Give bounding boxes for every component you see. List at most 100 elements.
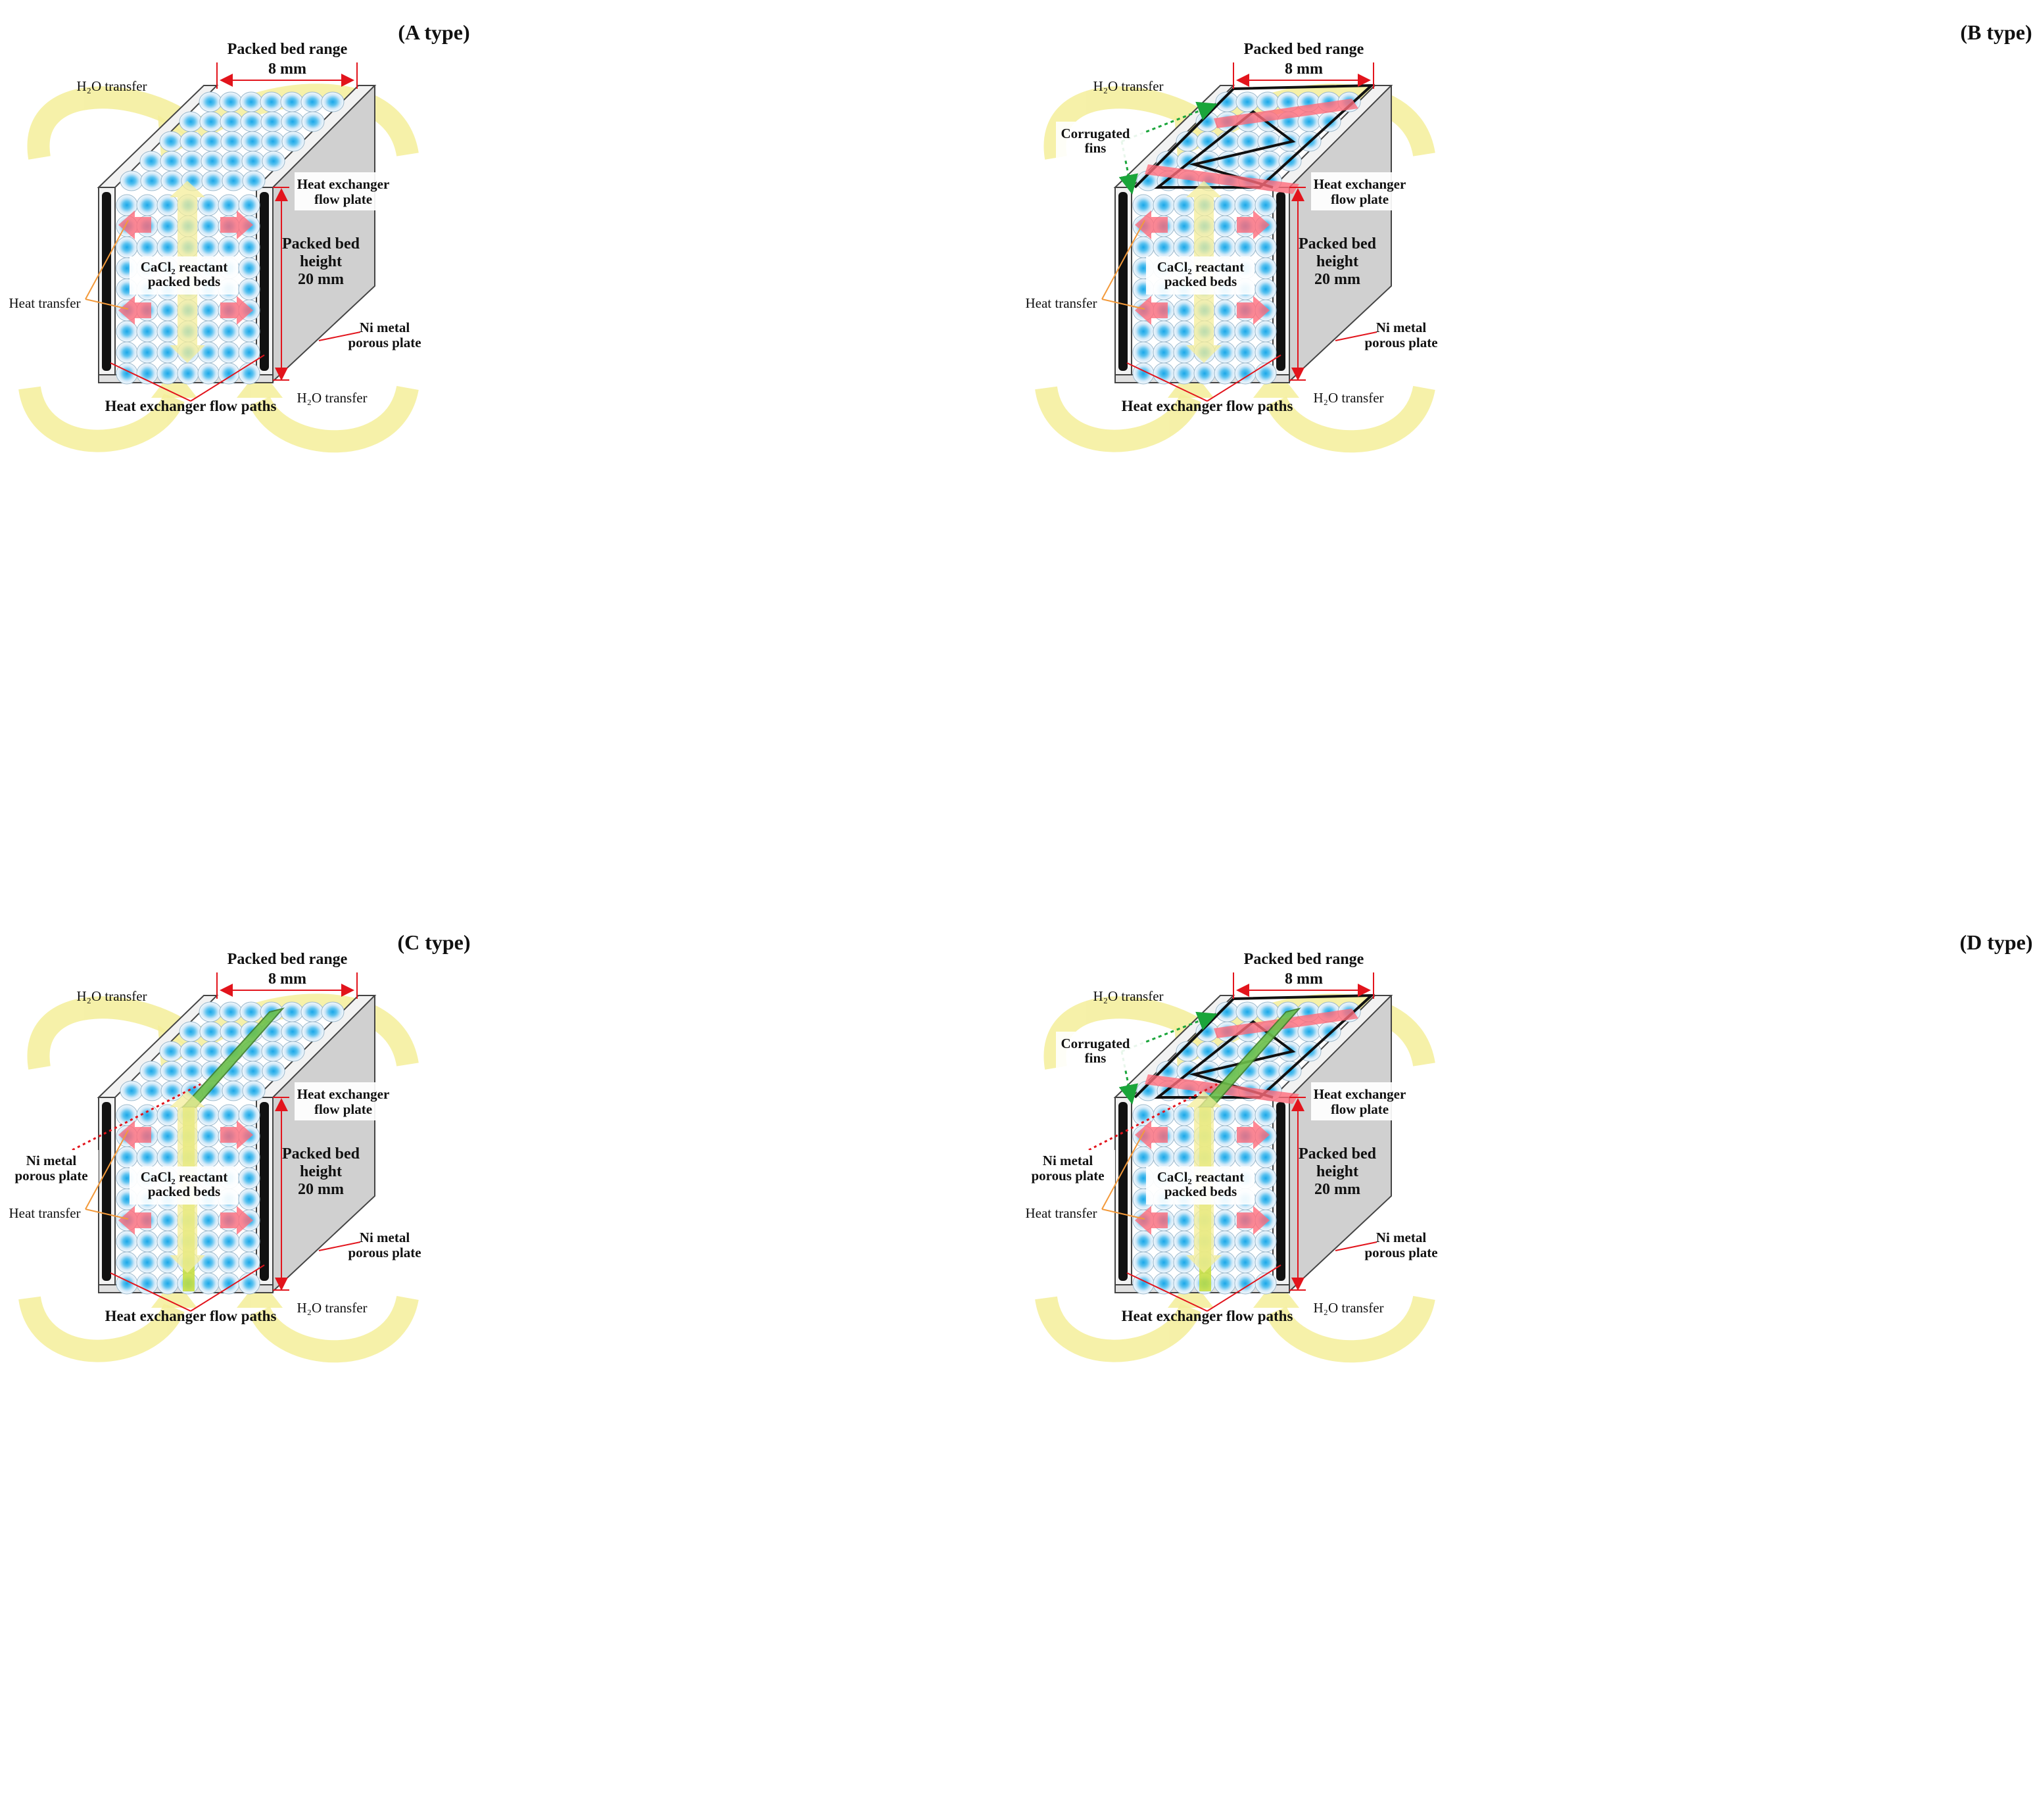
bead bbox=[1153, 194, 1175, 216]
bead bbox=[156, 1146, 179, 1168]
bead bbox=[219, 1001, 243, 1022]
bead bbox=[199, 1021, 223, 1042]
red-arrow-left bbox=[118, 296, 151, 325]
heat-transfer-leaders bbox=[85, 220, 129, 310]
ni-right-leader bbox=[318, 1241, 361, 1251]
yellow-arc-bottom-right bbox=[1266, 385, 1435, 453]
bead bbox=[1318, 1021, 1341, 1042]
yellow-arc-bottom-right bbox=[249, 385, 419, 453]
bead bbox=[136, 1146, 158, 1168]
flow-paths-label: Heat exchanger flow paths bbox=[105, 398, 277, 414]
range-value: 8 mm bbox=[268, 60, 306, 78]
bead bbox=[197, 320, 220, 343]
bead bbox=[199, 111, 223, 132]
bed-height-line2: height bbox=[300, 253, 342, 270]
bead bbox=[301, 111, 325, 132]
range-value: 8 mm bbox=[268, 970, 306, 988]
bead bbox=[220, 111, 243, 132]
bead bbox=[1214, 236, 1236, 258]
type-label: (A type) bbox=[398, 20, 469, 44]
bead bbox=[177, 362, 199, 385]
bead bbox=[262, 151, 285, 172]
bead bbox=[1214, 1230, 1236, 1253]
bead bbox=[199, 1001, 222, 1022]
red-arrow-left bbox=[1135, 296, 1168, 325]
bead bbox=[1214, 341, 1236, 364]
bead bbox=[1256, 91, 1280, 112]
heat-transfer-label: Heat transfer bbox=[1025, 295, 1097, 311]
bead bbox=[199, 91, 222, 112]
range-dimension bbox=[216, 62, 358, 89]
bead bbox=[1173, 194, 1195, 216]
red-arrow-left bbox=[1135, 210, 1168, 239]
bead bbox=[200, 131, 224, 152]
heat-transfer-label: Heat transfer bbox=[9, 295, 80, 311]
bead bbox=[180, 151, 204, 172]
bead bbox=[1153, 236, 1175, 258]
bead bbox=[116, 341, 138, 364]
fins-label-line1: Corrugated bbox=[1061, 1036, 1130, 1051]
bead bbox=[1234, 362, 1256, 385]
heat-transfer-arrows bbox=[118, 1120, 253, 1235]
ni-left-line1: Ni metal bbox=[1043, 1153, 1093, 1168]
bead bbox=[238, 1230, 260, 1253]
bead bbox=[1255, 320, 1277, 343]
reactant-line2: packed beds bbox=[148, 1184, 220, 1199]
bead bbox=[241, 151, 265, 172]
bead bbox=[179, 1041, 203, 1062]
bead bbox=[1234, 320, 1256, 343]
flow-path-leaders bbox=[1126, 1264, 1281, 1312]
bead bbox=[301, 1021, 325, 1042]
bead bbox=[241, 1061, 265, 1082]
bead bbox=[136, 194, 158, 216]
bead bbox=[239, 91, 263, 112]
type-label: (B type) bbox=[1960, 20, 2032, 44]
ni-right-line1: Ni metal bbox=[1376, 1230, 1427, 1245]
bead bbox=[1235, 1001, 1259, 1022]
left-flow-path bbox=[102, 192, 111, 371]
range-title: Packed bed range bbox=[1244, 41, 1364, 58]
bead bbox=[197, 194, 220, 216]
bead bbox=[1258, 151, 1281, 172]
red-arrow-left bbox=[118, 1206, 151, 1235]
bead bbox=[120, 170, 143, 191]
bead bbox=[156, 1272, 179, 1295]
bead bbox=[280, 91, 304, 112]
bead bbox=[197, 1104, 220, 1126]
yellow-arc-bottom-left bbox=[18, 1295, 185, 1362]
bead bbox=[1153, 1251, 1175, 1274]
bead bbox=[156, 1251, 179, 1274]
range-value: 8 mm bbox=[1285, 970, 1323, 988]
fins-label-line2: fins bbox=[1085, 1050, 1107, 1066]
range-dimension bbox=[1233, 62, 1374, 89]
hx-plate-line1: Heat exchanger bbox=[1314, 1086, 1406, 1102]
red-arrow-left bbox=[118, 1120, 151, 1149]
ni-left-line2: porous plate bbox=[1031, 1168, 1104, 1184]
bead bbox=[1132, 1251, 1155, 1274]
bead bbox=[179, 1021, 203, 1042]
bed-height-line1: Packed bed bbox=[282, 235, 360, 252]
fins-label-line2: fins bbox=[1085, 140, 1107, 156]
bead bbox=[238, 257, 260, 279]
red-arrow-right bbox=[220, 296, 253, 325]
bead bbox=[159, 1041, 183, 1062]
bead bbox=[1214, 215, 1236, 237]
heat-transfer-leaders bbox=[1101, 1130, 1145, 1220]
heat-transfer-label: Heat transfer bbox=[1025, 1205, 1097, 1221]
bead bbox=[1214, 1104, 1236, 1126]
ni-right-leader bbox=[1335, 1241, 1377, 1251]
bead bbox=[116, 1146, 138, 1168]
bead bbox=[222, 170, 245, 191]
bead bbox=[156, 1125, 179, 1147]
flow-path-leaders bbox=[110, 1264, 265, 1312]
height-dimension bbox=[1289, 1097, 1306, 1291]
bead bbox=[136, 1104, 158, 1126]
bead bbox=[261, 1041, 285, 1062]
bead bbox=[218, 1146, 240, 1168]
bead bbox=[1153, 341, 1175, 364]
bed-height-line3: 20 mm bbox=[298, 271, 344, 288]
